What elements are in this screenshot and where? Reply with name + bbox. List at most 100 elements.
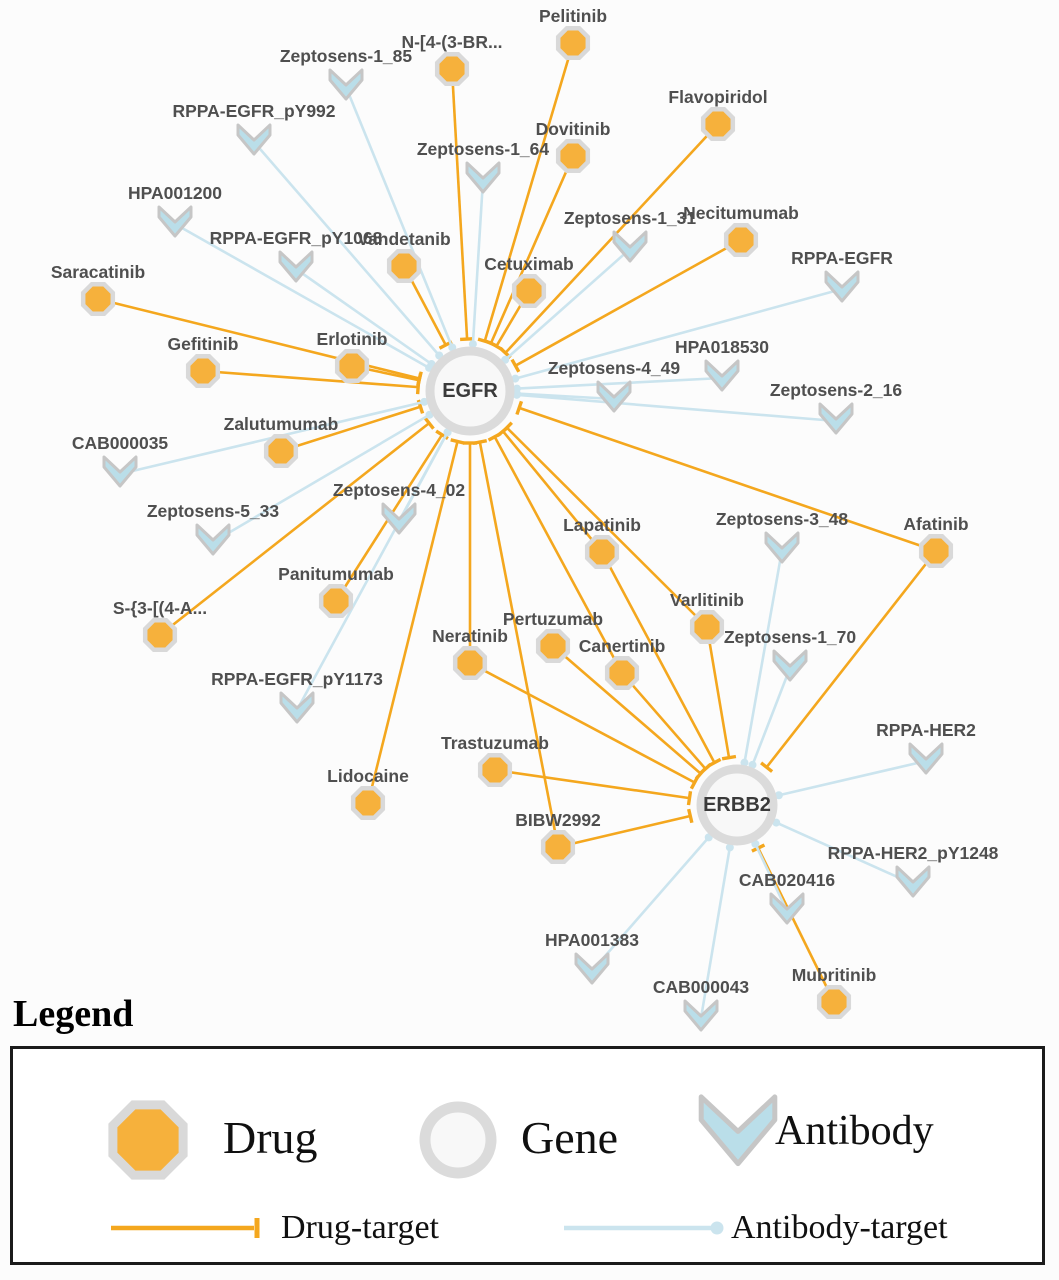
gene-circle xyxy=(425,346,515,436)
antibody-node[interactable] xyxy=(612,230,648,263)
antibody-label: RPPA-HER2_pY1248 xyxy=(828,843,999,863)
drug-target-tee xyxy=(460,336,475,342)
drug-target-tee xyxy=(489,341,504,352)
antibody-label: Zeptosens-1_85 xyxy=(280,46,413,66)
drug-target-edge xyxy=(483,42,575,342)
legend-box: Drug Gene Antibody Drug-target Antibody-… xyxy=(10,1046,1045,1265)
drug-node[interactable] xyxy=(80,281,116,317)
antibody-node[interactable] xyxy=(683,999,719,1032)
drug-label: Flavopiridol xyxy=(668,87,767,107)
drug-node[interactable] xyxy=(540,829,576,865)
antibody-target-edge xyxy=(516,392,615,401)
drug-target-tee xyxy=(510,358,521,373)
drug-node[interactable] xyxy=(142,617,178,653)
antibody-node[interactable] xyxy=(279,691,315,724)
antibody-chevron-icon xyxy=(465,161,501,194)
gene-label: EGFR xyxy=(442,380,498,402)
drug-target-edge xyxy=(202,369,419,389)
drug-label: Dovitinib xyxy=(536,119,611,139)
drug-node[interactable] xyxy=(918,533,954,569)
antibody-chevron-icon xyxy=(818,402,854,435)
drug-node[interactable] xyxy=(555,138,591,174)
drug-octagon-icon xyxy=(142,617,178,653)
drug-node[interactable] xyxy=(700,106,736,142)
drug-node[interactable] xyxy=(334,348,370,384)
antibody-node[interactable] xyxy=(236,123,272,156)
drug-node[interactable] xyxy=(511,273,547,309)
drug-node[interactable] xyxy=(185,353,221,389)
gene-node-erbb2[interactable]: ERBB2 xyxy=(696,764,778,846)
antibody-node[interactable] xyxy=(328,68,364,101)
drug-node[interactable] xyxy=(386,248,422,284)
drug-node[interactable] xyxy=(584,534,620,570)
legend-title: Legend xyxy=(13,993,134,1035)
antibody-node[interactable] xyxy=(465,161,501,194)
antibody-node[interactable] xyxy=(908,742,944,775)
drug-target-edge xyxy=(518,406,937,553)
antibody-target-edge xyxy=(174,222,430,369)
antibody-target-dot xyxy=(511,374,520,383)
antibody-label: Zeptosens-4_02 xyxy=(333,480,466,500)
antibody-node[interactable] xyxy=(102,455,138,488)
antibody-target-edge xyxy=(754,843,789,912)
drug-node[interactable] xyxy=(318,583,354,619)
drug-target-edge xyxy=(478,441,560,848)
drug-label: Neratinib xyxy=(432,626,508,646)
drug-target-edge xyxy=(501,430,604,553)
drug-target-edge xyxy=(557,814,691,849)
antibody-node[interactable] xyxy=(824,270,860,303)
antibody-target-dot xyxy=(725,843,734,852)
gene-node-egfr[interactable]: EGFR xyxy=(425,346,515,436)
antibody-target-dot xyxy=(740,758,749,767)
genes-layer: EGFR ERBB2 xyxy=(425,346,778,846)
drug-label: Saracatinib xyxy=(51,262,145,282)
drug-octagon-icon xyxy=(535,628,571,664)
antibody-target-edge xyxy=(743,549,784,763)
gene-legend-label: Gene xyxy=(521,1112,619,1163)
antibody-label: Zeptosens-1_70 xyxy=(724,627,857,647)
drug-target-edge xyxy=(366,441,459,804)
antibody-node[interactable] xyxy=(704,359,740,392)
drug-target-edge xyxy=(552,645,702,775)
antibody-node[interactable] xyxy=(772,649,808,682)
drug-label: Erlotinib xyxy=(317,329,388,349)
gene-label: ERBB2 xyxy=(703,794,771,816)
antibody-node[interactable] xyxy=(818,402,854,435)
drug-target-tee xyxy=(423,416,435,430)
drug-node[interactable] xyxy=(555,25,591,61)
drug-node[interactable] xyxy=(816,984,852,1020)
drug-octagon-icon xyxy=(584,534,620,570)
antibody-chevron-icon xyxy=(764,531,800,564)
drug-node[interactable] xyxy=(604,655,640,691)
drug-octagon-icon xyxy=(689,609,725,645)
drug-label: Zalutumumab xyxy=(224,414,339,434)
antibody-node[interactable] xyxy=(596,380,632,413)
drug-node[interactable] xyxy=(263,433,299,469)
drug-node[interactable] xyxy=(689,609,725,645)
drug-node[interactable] xyxy=(452,645,488,681)
drug-octagon-icon xyxy=(511,273,547,309)
gene-circle xyxy=(696,764,778,846)
antibody-node[interactable] xyxy=(381,502,417,535)
drug-target-edge xyxy=(493,436,624,674)
drug-octagon-icon xyxy=(334,348,370,384)
antibody-chevron-icon xyxy=(772,649,808,682)
drug-label: Gefitinib xyxy=(168,334,239,354)
drug-target-edge xyxy=(514,238,742,367)
antibody-target-edge xyxy=(778,759,927,797)
drug-node[interactable] xyxy=(434,51,470,87)
antibody-node[interactable] xyxy=(769,892,805,925)
antibody-node[interactable] xyxy=(895,865,931,898)
antibody-node[interactable] xyxy=(764,531,800,564)
drug-label: S-{3-[(4-A... xyxy=(113,598,207,618)
antibody-node[interactable] xyxy=(157,205,193,238)
drug-node[interactable] xyxy=(350,785,386,821)
drug-node[interactable] xyxy=(723,222,759,258)
drug-node[interactable] xyxy=(477,752,513,788)
antibody-node[interactable] xyxy=(278,250,314,283)
drug-legend-label: Drug xyxy=(223,1112,318,1163)
drug-octagon-icon xyxy=(263,433,299,469)
antibody-node[interactable] xyxy=(574,952,610,985)
drug-node[interactable] xyxy=(535,628,571,664)
antibody-node[interactable] xyxy=(195,523,231,556)
